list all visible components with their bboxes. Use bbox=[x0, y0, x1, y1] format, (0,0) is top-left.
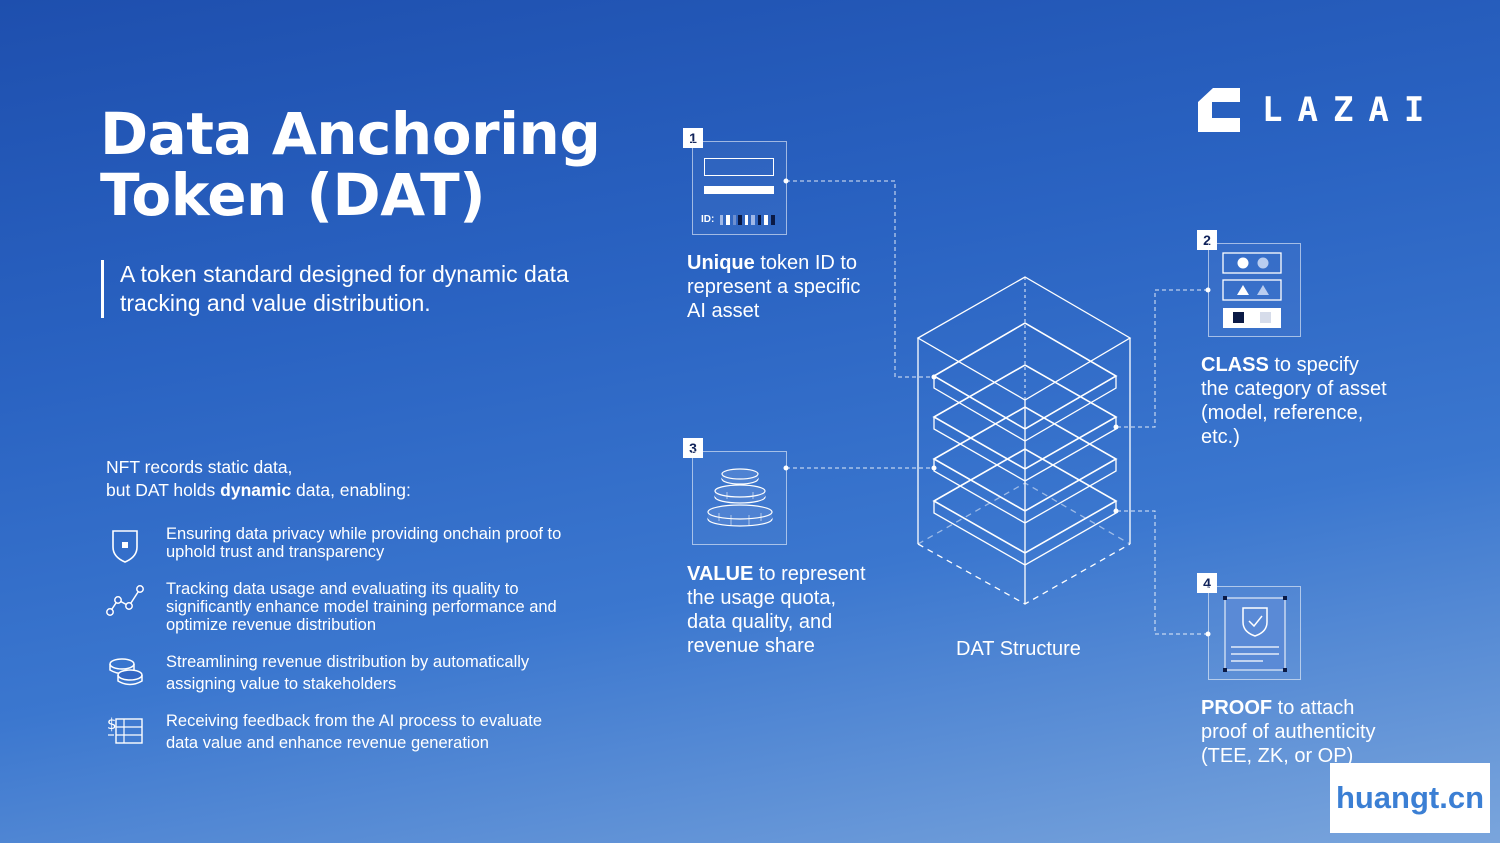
dat-3d-stack bbox=[916, 276, 1132, 605]
label-bold: CLASS bbox=[1201, 354, 1269, 376]
component-label-proof: PROOF to attach proof of authenticity (T… bbox=[1201, 696, 1376, 768]
layer-1 bbox=[932, 322, 1118, 442]
feature-line: Ensuring data privacy while providing on… bbox=[166, 525, 562, 543]
page-title: Data Anchoring Token (DAT) bbox=[100, 104, 601, 229]
label-rest: to represent bbox=[753, 563, 866, 585]
title-line-1: Data Anchoring bbox=[100, 100, 601, 168]
label-line: revenue share bbox=[687, 635, 815, 657]
layer-2 bbox=[932, 364, 1118, 482]
coin-stack-icon bbox=[707, 468, 773, 527]
label-line: proof of authenticity bbox=[1201, 721, 1376, 743]
subtitle-line-1: A token standard designed for dynamic da… bbox=[120, 261, 569, 287]
label-rest: to attach bbox=[1272, 697, 1355, 719]
label-line: represent a specific bbox=[687, 276, 861, 298]
coins-icon bbox=[109, 658, 143, 686]
lazai-logo: LAZAI bbox=[1194, 85, 1439, 135]
label-line: data quality, and bbox=[687, 611, 833, 633]
feature-text: Tracking data usage and evaluating its q… bbox=[166, 580, 557, 634]
feature-item-revenue: Streamlining revenue distribution by aut… bbox=[104, 651, 594, 695]
intro-line-2-suffix: data, enabling: bbox=[291, 480, 411, 500]
barcode-icon bbox=[720, 215, 775, 225]
label-line: etc.) bbox=[1201, 426, 1240, 448]
feature-item-privacy: Ensuring data privacy while providing on… bbox=[104, 525, 594, 565]
id-label: ID: bbox=[701, 214, 715, 225]
subtitle-line-2: tracking and value distribution. bbox=[120, 290, 431, 316]
id-card-icon: ID: bbox=[692, 141, 787, 235]
category-shapes-icon bbox=[1222, 252, 1282, 328]
shield-icon bbox=[112, 530, 138, 563]
component-number-4: 4 bbox=[1197, 573, 1217, 593]
lazai-logo-icon bbox=[1198, 88, 1240, 132]
label-line: (TEE, ZK, or OP) bbox=[1201, 745, 1354, 767]
feature-text: Ensuring data privacy while providing on… bbox=[166, 525, 561, 561]
structure-caption: DAT Structure bbox=[956, 638, 1081, 660]
feature-line: Tracking data usage and evaluating its q… bbox=[166, 580, 519, 598]
feature-line: optimize revenue distribution bbox=[166, 616, 377, 634]
certificate-icon bbox=[1223, 596, 1287, 672]
id-card-field bbox=[704, 158, 774, 176]
feature-item-tracking: Tracking data usage and evaluating its q… bbox=[104, 580, 594, 634]
id-card-bar bbox=[704, 186, 774, 194]
intro-text: NFT records static data, but DAT holds d… bbox=[106, 456, 411, 502]
label-rest: token ID to bbox=[754, 252, 858, 274]
component-number-2: 2 bbox=[1197, 230, 1217, 250]
label-line: the usage quota, bbox=[687, 587, 837, 609]
logo-text: LAZAI bbox=[1262, 90, 1440, 130]
proof-card-icon bbox=[1208, 586, 1301, 680]
feature-line: assigning value to stakeholders bbox=[166, 675, 397, 693]
component-label-unique: Unique token ID to represent a specific … bbox=[687, 251, 860, 323]
feature-text: Receiving feedback from the AI process t… bbox=[166, 710, 542, 754]
feature-text: Streamlining revenue distribution by aut… bbox=[166, 651, 529, 695]
component-number-1: 1 bbox=[683, 128, 703, 148]
watermark-badge: huangt.cn bbox=[1330, 763, 1490, 833]
connector-lines bbox=[786, 180, 1208, 635]
svg-text:$: $ bbox=[107, 715, 117, 733]
subtitle: A token standard designed for dynamic da… bbox=[101, 260, 640, 318]
feature-line: significantly enhance model training per… bbox=[166, 598, 557, 616]
layer-4 bbox=[932, 448, 1118, 566]
intro-line-1: NFT records static data, bbox=[106, 457, 293, 477]
intro-line-2-prefix: but DAT holds bbox=[106, 480, 221, 500]
label-line: (model, reference, bbox=[1201, 402, 1364, 424]
feature-item-feedback: $ Receiving feedback from the AI process… bbox=[104, 710, 594, 754]
value-card-icon bbox=[692, 451, 787, 545]
label-bold: Unique bbox=[687, 252, 755, 274]
label-line: the category of asset bbox=[1201, 378, 1387, 400]
title-line-2: Token (DAT) bbox=[100, 161, 486, 229]
graph-icon bbox=[106, 585, 144, 616]
component-label-class: CLASS to specify the category of asset (… bbox=[1201, 353, 1387, 449]
label-rest: to specify bbox=[1268, 354, 1359, 376]
feature-line: Streamlining revenue distribution by aut… bbox=[166, 653, 530, 671]
class-card-icon bbox=[1208, 243, 1301, 337]
feature-line: Receiving feedback from the AI process t… bbox=[166, 712, 543, 730]
label-bold: VALUE bbox=[687, 563, 754, 585]
feature-line: uphold trust and transparency bbox=[166, 543, 385, 561]
component-label-value: VALUE to represent the usage quota, data… bbox=[687, 562, 866, 658]
feature-line: data value and enhance revenue generatio… bbox=[166, 734, 489, 752]
layer-3 bbox=[932, 406, 1118, 524]
label-line: AI asset bbox=[687, 300, 760, 322]
dollar-list-icon: $ bbox=[107, 715, 143, 744]
intro-line-2-bold: dynamic bbox=[220, 480, 292, 500]
component-number-3: 3 bbox=[683, 438, 703, 458]
label-bold: PROOF bbox=[1201, 697, 1273, 719]
